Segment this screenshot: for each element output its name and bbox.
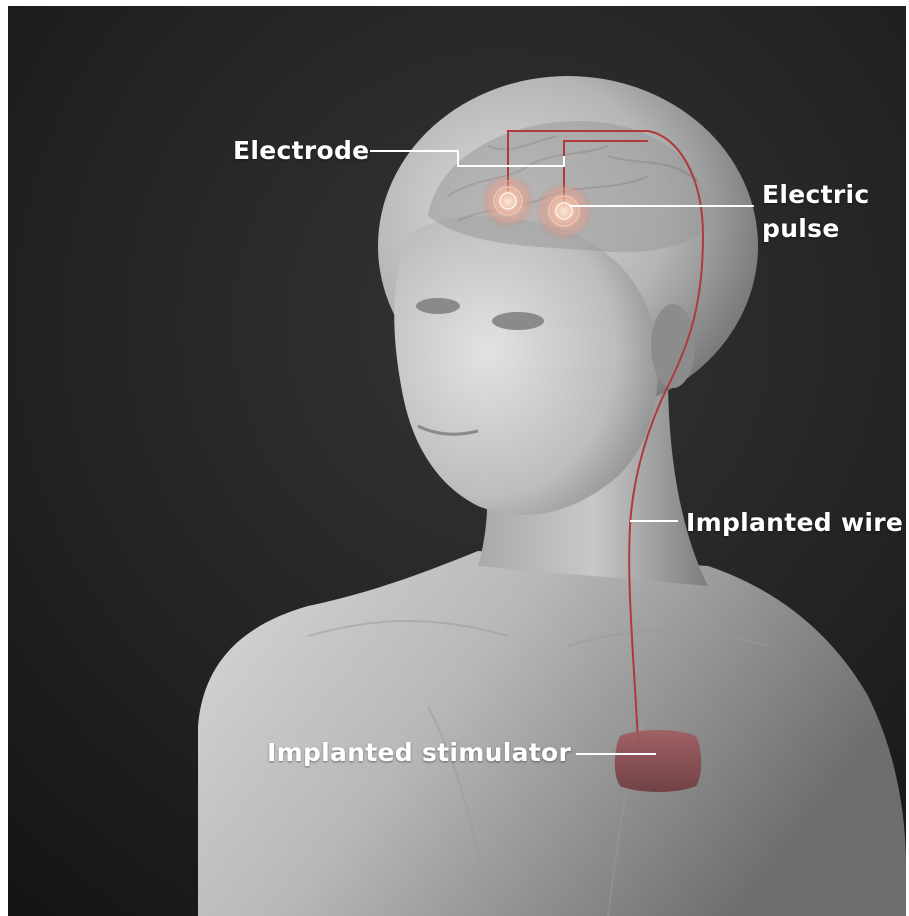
electric-pulse-right [534, 181, 594, 241]
implanted-stimulator-label: Implanted stimulator [267, 736, 571, 770]
electric-pulse-label-line2: pulse [762, 212, 870, 246]
electric-pulse-label: Electric pulse [762, 178, 870, 246]
diagram-frame: Electrode Electric pulse Implanted wire … [8, 6, 906, 916]
implanted-stimulator [615, 730, 702, 792]
electric-pulse-left [480, 173, 536, 229]
implanted-wire-label: Implanted wire [686, 506, 903, 540]
electrode-label: Electrode [233, 134, 369, 168]
illustration [8, 6, 906, 916]
electric-pulse-label-line1: Electric [762, 178, 870, 212]
